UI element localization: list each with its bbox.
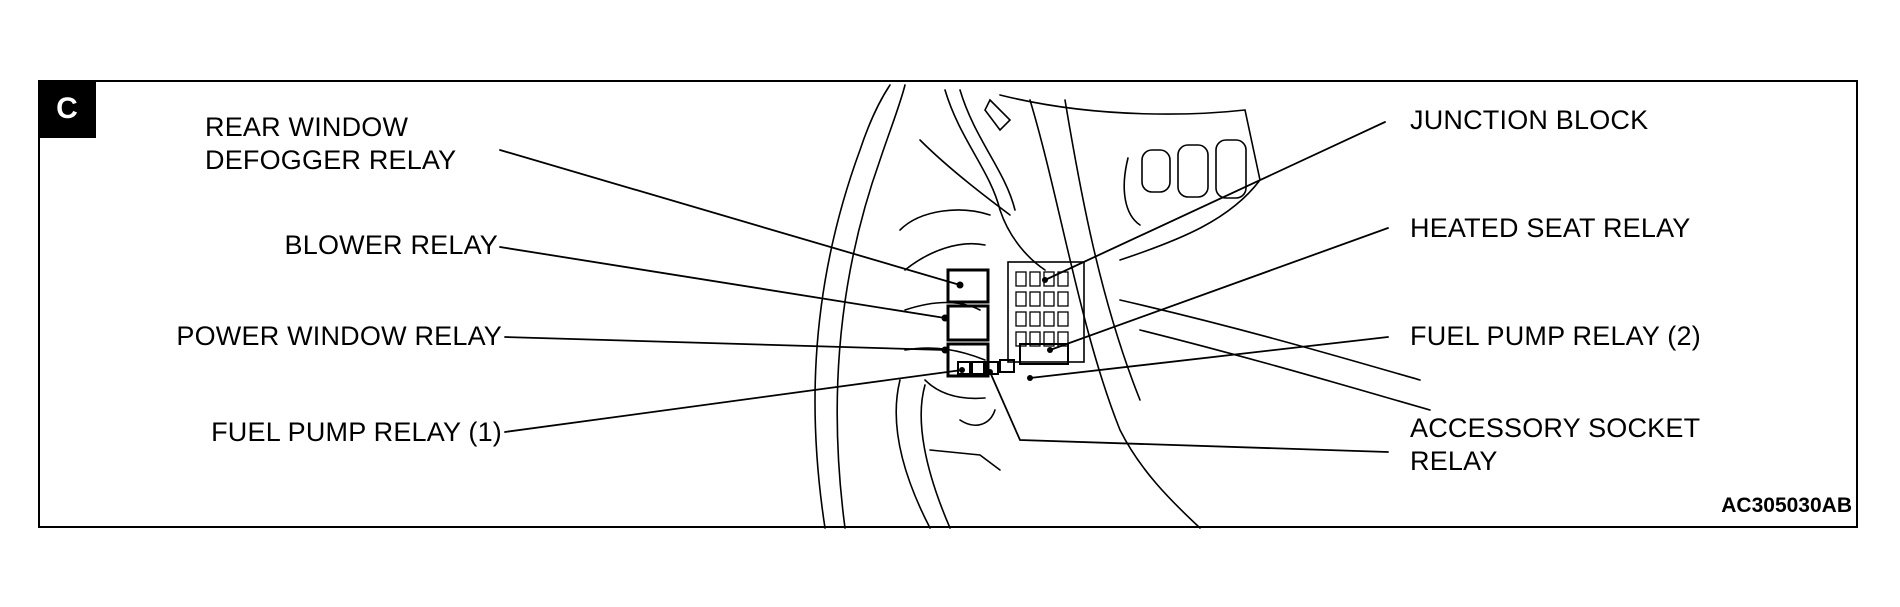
section-badge: C xyxy=(38,80,96,138)
power-window-relay-body xyxy=(946,342,990,378)
label-junction-block: JUNCTION BLOCK xyxy=(1410,105,1649,135)
junction-block xyxy=(1007,261,1085,363)
label-accessory-socket-relay: ACCESSORY SOCKET RELAY xyxy=(1410,412,1700,478)
heated-seat-relay-body xyxy=(1019,343,1069,365)
diagram-frame xyxy=(38,80,1858,528)
vent-right xyxy=(1215,139,1247,199)
label-rear-window-defogger-relay: REAR WINDOW DEFOGGER RELAY xyxy=(205,111,456,177)
label-line-2: DEFOGGER RELAY xyxy=(205,145,457,175)
fuel-pump-relay-1-body xyxy=(957,361,971,375)
blower-relay-body xyxy=(946,304,990,342)
label-fuel-pump-relay-2: FUEL PUMP RELAY (2) xyxy=(1410,321,1701,351)
label-line-1: ACCESSORY SOCKET xyxy=(1410,413,1701,443)
label-heated-seat-relay: HEATED SEAT RELAY xyxy=(1410,213,1691,243)
wiring-harness xyxy=(944,89,1046,271)
label-power-window-relay: POWER WINDOW RELAY xyxy=(176,321,502,351)
dashboard-contour xyxy=(999,94,1261,261)
leader-heated-seat xyxy=(1049,227,1389,351)
label-blower-relay: BLOWER RELAY xyxy=(284,230,498,260)
label-fuel-pump-relay-1: FUEL PUMP RELAY (1) xyxy=(211,417,502,447)
pillar-outline xyxy=(814,84,891,529)
leader-junction-block xyxy=(1044,121,1386,281)
vent-left xyxy=(1141,149,1171,193)
leader-power-window xyxy=(504,336,946,351)
leader-blower xyxy=(499,246,946,319)
leader-accessory-socket xyxy=(989,371,1389,453)
rear-window-defogger-relay-body xyxy=(946,268,990,304)
label-line-1: REAR WINDOW xyxy=(205,112,409,142)
figure-code: AC305030AB xyxy=(1721,494,1852,517)
leader-fuel-pump-1 xyxy=(504,369,963,433)
vent-mid xyxy=(1177,144,1209,198)
leader-fuel-pump-2 xyxy=(1029,336,1389,379)
leader-rear-window-defogger xyxy=(499,149,961,286)
label-line-2: RELAY xyxy=(1410,446,1498,476)
